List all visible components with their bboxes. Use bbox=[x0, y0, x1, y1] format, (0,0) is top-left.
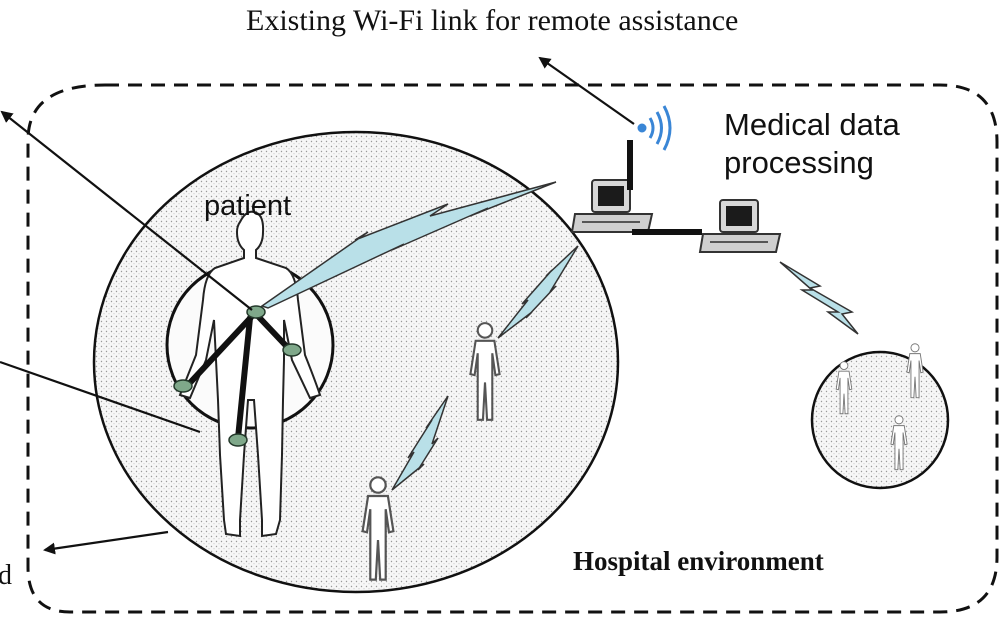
cut-off-label: d bbox=[0, 560, 12, 591]
ward-arrow bbox=[43, 530, 169, 555]
medical-label-line2: processing bbox=[724, 145, 874, 180]
sensor-node-icon bbox=[173, 305, 302, 447]
body-wired-links bbox=[184, 310, 293, 441]
uplink-arrow bbox=[538, 56, 635, 125]
hospital-environment-label: Hospital environment bbox=[573, 546, 824, 576]
network-cables bbox=[627, 140, 702, 235]
medical-data-processing-label: Medical data processing bbox=[724, 106, 900, 182]
hospital-boundary bbox=[26, 83, 999, 614]
arrows bbox=[0, 56, 635, 555]
remote-patients-area bbox=[810, 350, 950, 490]
computer-icon bbox=[698, 199, 782, 253]
medical-label-line1: Medical data bbox=[724, 107, 900, 142]
ban-pointer-line bbox=[0, 360, 201, 434]
wireless-link-icon bbox=[260, 181, 859, 491]
patient-label: patient bbox=[204, 190, 292, 222]
wifi-signal-icon bbox=[637, 105, 672, 151]
computer-icon bbox=[570, 179, 654, 233]
external-arrow bbox=[0, 110, 253, 311]
wifi-link-label: Existing Wi-Fi link for remote assistanc… bbox=[246, 4, 739, 37]
